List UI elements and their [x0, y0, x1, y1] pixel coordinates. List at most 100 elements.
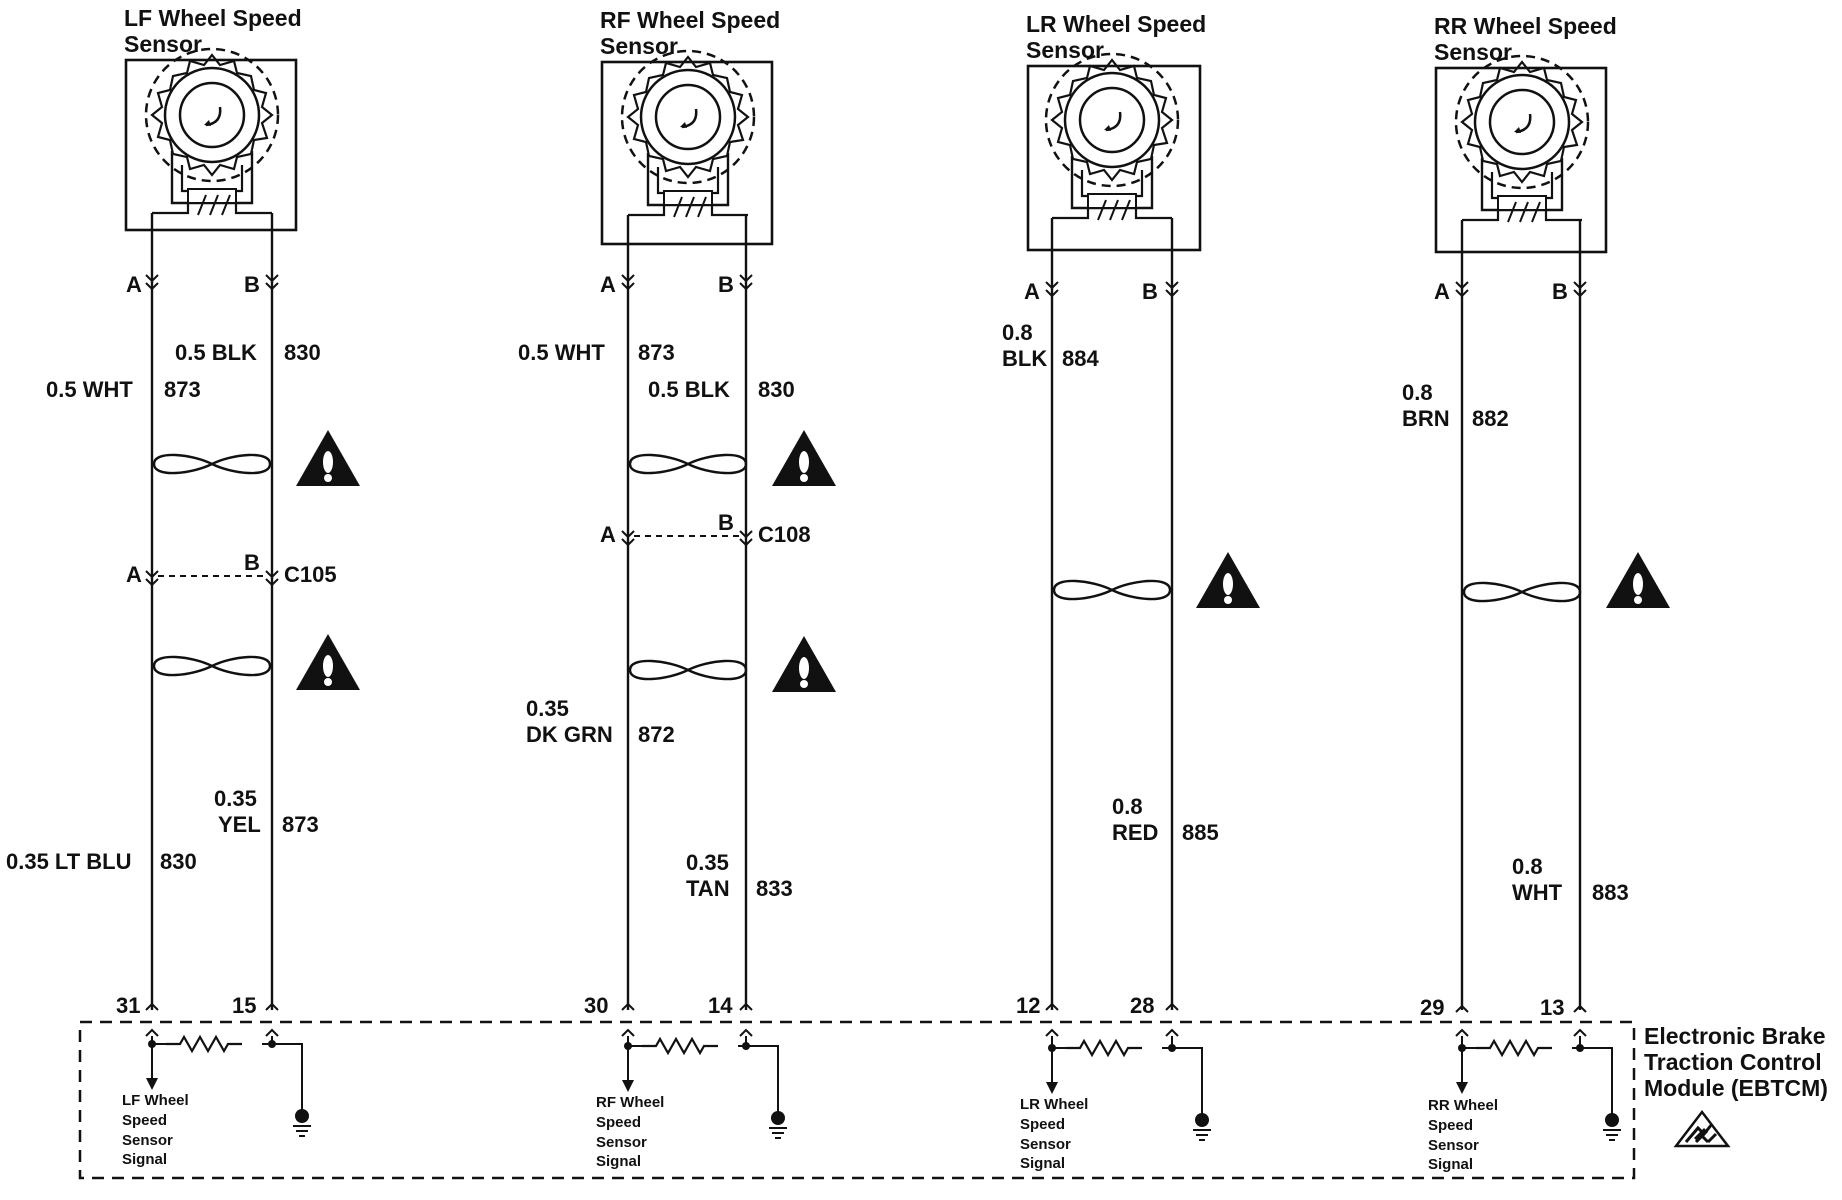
rf-connector-id: C108: [758, 522, 811, 547]
rf-wire-a-lower-gauge: 0.35: [526, 696, 569, 721]
lf-wire-b-lower-color: YEL: [218, 812, 261, 837]
lr-resistor-icon: [1064, 1039, 1144, 1057]
warning-triangle-icon: [296, 430, 360, 486]
rr-wire-b-color: WHT: [1512, 880, 1563, 905]
rr-module-circuit: RR Wheel Speed Sensor Signal: [1428, 1029, 1622, 1173]
rr-signal-label-3: Sensor: [1428, 1137, 1479, 1154]
lf-signal-label-4: Signal: [122, 1151, 167, 1168]
rr-wire-a-gauge: 0.8: [1402, 380, 1433, 405]
rr-resistor-icon: [1474, 1039, 1554, 1057]
rr-pin-b-label: B: [1552, 279, 1568, 304]
rf-splice-b: [742, 1042, 750, 1050]
lr-wire-a-gauge: 0.8: [1002, 320, 1033, 345]
warning-triangle-icon: [1606, 552, 1670, 608]
lr-pin-number-b: 28: [1130, 993, 1154, 1018]
lr-module-pin-b-icon: [1165, 1029, 1179, 1037]
ebtcm-title-line2: Traction Control: [1644, 1049, 1822, 1075]
lf-wire-b-lower-circuit: 873: [282, 812, 319, 837]
lr-wire-a-circuit: 884: [1062, 346, 1099, 371]
lr-sensor-group: LR Wheel Speed Sensor A B 0.8 BLK 884 0.…: [1002, 11, 1260, 1018]
lf-splice-a: [148, 1040, 156, 1048]
rf-wire-b-upper-circuit: 830: [758, 377, 795, 402]
lr-splice-a: [1048, 1044, 1056, 1052]
rr-sensor-title-line1: RR Wheel Speed: [1434, 13, 1617, 39]
lf-module-pin-a-icon: [145, 1029, 159, 1037]
rf-wire-a-lower-color: DK GRN: [526, 722, 613, 747]
lf-splice-b: [268, 1040, 276, 1048]
ground-icon: [1192, 1112, 1212, 1141]
lr-wire-b-circuit: 885: [1182, 820, 1219, 845]
lr-module-circuit: LR Wheel Speed Sensor Signal: [1020, 1029, 1212, 1172]
rf-module-circuit: RF Wheel Speed Sensor Signal: [596, 1029, 788, 1170]
lf-pin-a-label: A: [126, 272, 142, 297]
lf-connector-b-label: B: [244, 550, 260, 575]
lf-wire-a-upper-color: 0.5 WHT: [46, 377, 133, 402]
rr-pin-number-b: 13: [1540, 995, 1564, 1020]
rf-pin-b-label: B: [718, 272, 734, 297]
rr-pin-a-label: A: [1434, 279, 1450, 304]
lr-module-pin-a-icon: [1045, 1029, 1059, 1037]
rf-wire-b-lower-circuit: 833: [756, 876, 793, 901]
rf-sensor-group: RF Wheel Speed Sensor A B 0.5 WHT 873 0.…: [518, 7, 836, 1018]
rf-sensor-title-line1: RF Wheel Speed: [600, 7, 780, 33]
lf-twisted-pair-lower: [152, 655, 272, 677]
rf-pin-number-b: 14: [708, 993, 733, 1018]
rf-signal-label-1: RF Wheel: [596, 1094, 664, 1111]
rf-pin-a-label: A: [600, 272, 616, 297]
rf-splice-a: [624, 1042, 632, 1050]
ground-icon: [768, 1110, 788, 1139]
rf-module-tie-b: [738, 1045, 779, 1112]
rf-pin-number-a: 30: [584, 993, 608, 1018]
rr-splice-a: [1458, 1044, 1466, 1052]
lr-wire-a-color: BLK: [1002, 346, 1047, 371]
lr-pin-number-a: 12: [1016, 993, 1040, 1018]
lr-module-tie-b: [1162, 1047, 1203, 1114]
rr-module-tie-b: [1572, 1047, 1613, 1114]
rf-resistor-icon: [640, 1037, 720, 1055]
ebtcm-title-line3: Module (EBTCM): [1644, 1075, 1828, 1101]
rr-module-pin-b-icon: [1573, 1029, 1587, 1037]
rf-signal-arrow-icon: [622, 1080, 634, 1092]
lf-module-circuit: LF Wheel Speed Sensor Signal: [122, 1029, 312, 1168]
lf-signal-arrow-icon: [146, 1078, 158, 1090]
rf-wire-b-lower-color: TAN: [686, 876, 730, 901]
rr-module-pin-a-icon: [1455, 1029, 1469, 1037]
lf-pin-number-b: 15: [232, 993, 256, 1018]
rf-wire-a-upper-circuit: 873: [638, 340, 675, 365]
warning-triangle-icon: [772, 430, 836, 486]
lr-signal-arrow-icon: [1046, 1082, 1058, 1094]
lf-connector-a-label: A: [126, 562, 142, 587]
warning-triangle-icon: [772, 636, 836, 692]
rr-wire-b-circuit: 883: [1592, 880, 1629, 905]
lf-wire-a-upper-circuit: 873: [164, 377, 201, 402]
rr-wire-b-gauge: 0.8: [1512, 854, 1543, 879]
lr-wire-b-color: RED: [1112, 820, 1158, 845]
rf-signal-label-3: Sensor: [596, 1134, 647, 1151]
ground-icon: [292, 1108, 312, 1137]
rr-sensor-group: RR Wheel Speed Sensor A B 0.8 BRN 882 0.…: [1402, 13, 1670, 1020]
ebtcm-module: LF Wheel Speed Sensor Signal RF Wheel Sp…: [78, 1020, 1828, 1180]
lf-pin-b-label: B: [244, 272, 260, 297]
rr-signal-arrow-icon: [1456, 1082, 1468, 1094]
lf-wire-b-upper-circuit: 830: [284, 340, 321, 365]
rf-wire-a-upper-color: 0.5 WHT: [518, 340, 605, 365]
lf-wire-b-upper-color: 0.5 BLK: [175, 340, 257, 365]
lr-sensor-box: [1026, 64, 1202, 252]
lf-wire-a-lower-circuit: 830: [160, 849, 197, 874]
rf-connector-b-label: B: [718, 510, 734, 535]
lf-connector-id: C105: [284, 562, 337, 587]
lr-pin-a-label: A: [1024, 279, 1040, 304]
rr-twisted-pair: [1462, 581, 1582, 603]
rf-module-pin-a-icon: [621, 1029, 635, 1037]
lf-module-tie-b: [262, 1043, 303, 1110]
lf-twisted-pair-upper: [152, 453, 272, 475]
lr-sensor-title-line1: LR Wheel Speed: [1026, 11, 1206, 37]
lf-signal-label-2: Speed: [122, 1112, 167, 1129]
lf-wire-b-lower-gauge: 0.35: [214, 786, 257, 811]
rf-twisted-pair-upper: [628, 453, 748, 475]
lr-splice-b: [1168, 1044, 1176, 1052]
rr-wire-a-circuit: 882: [1472, 406, 1509, 431]
rr-pin-number-a: 29: [1420, 995, 1444, 1020]
lf-resistor-icon: [164, 1035, 244, 1053]
